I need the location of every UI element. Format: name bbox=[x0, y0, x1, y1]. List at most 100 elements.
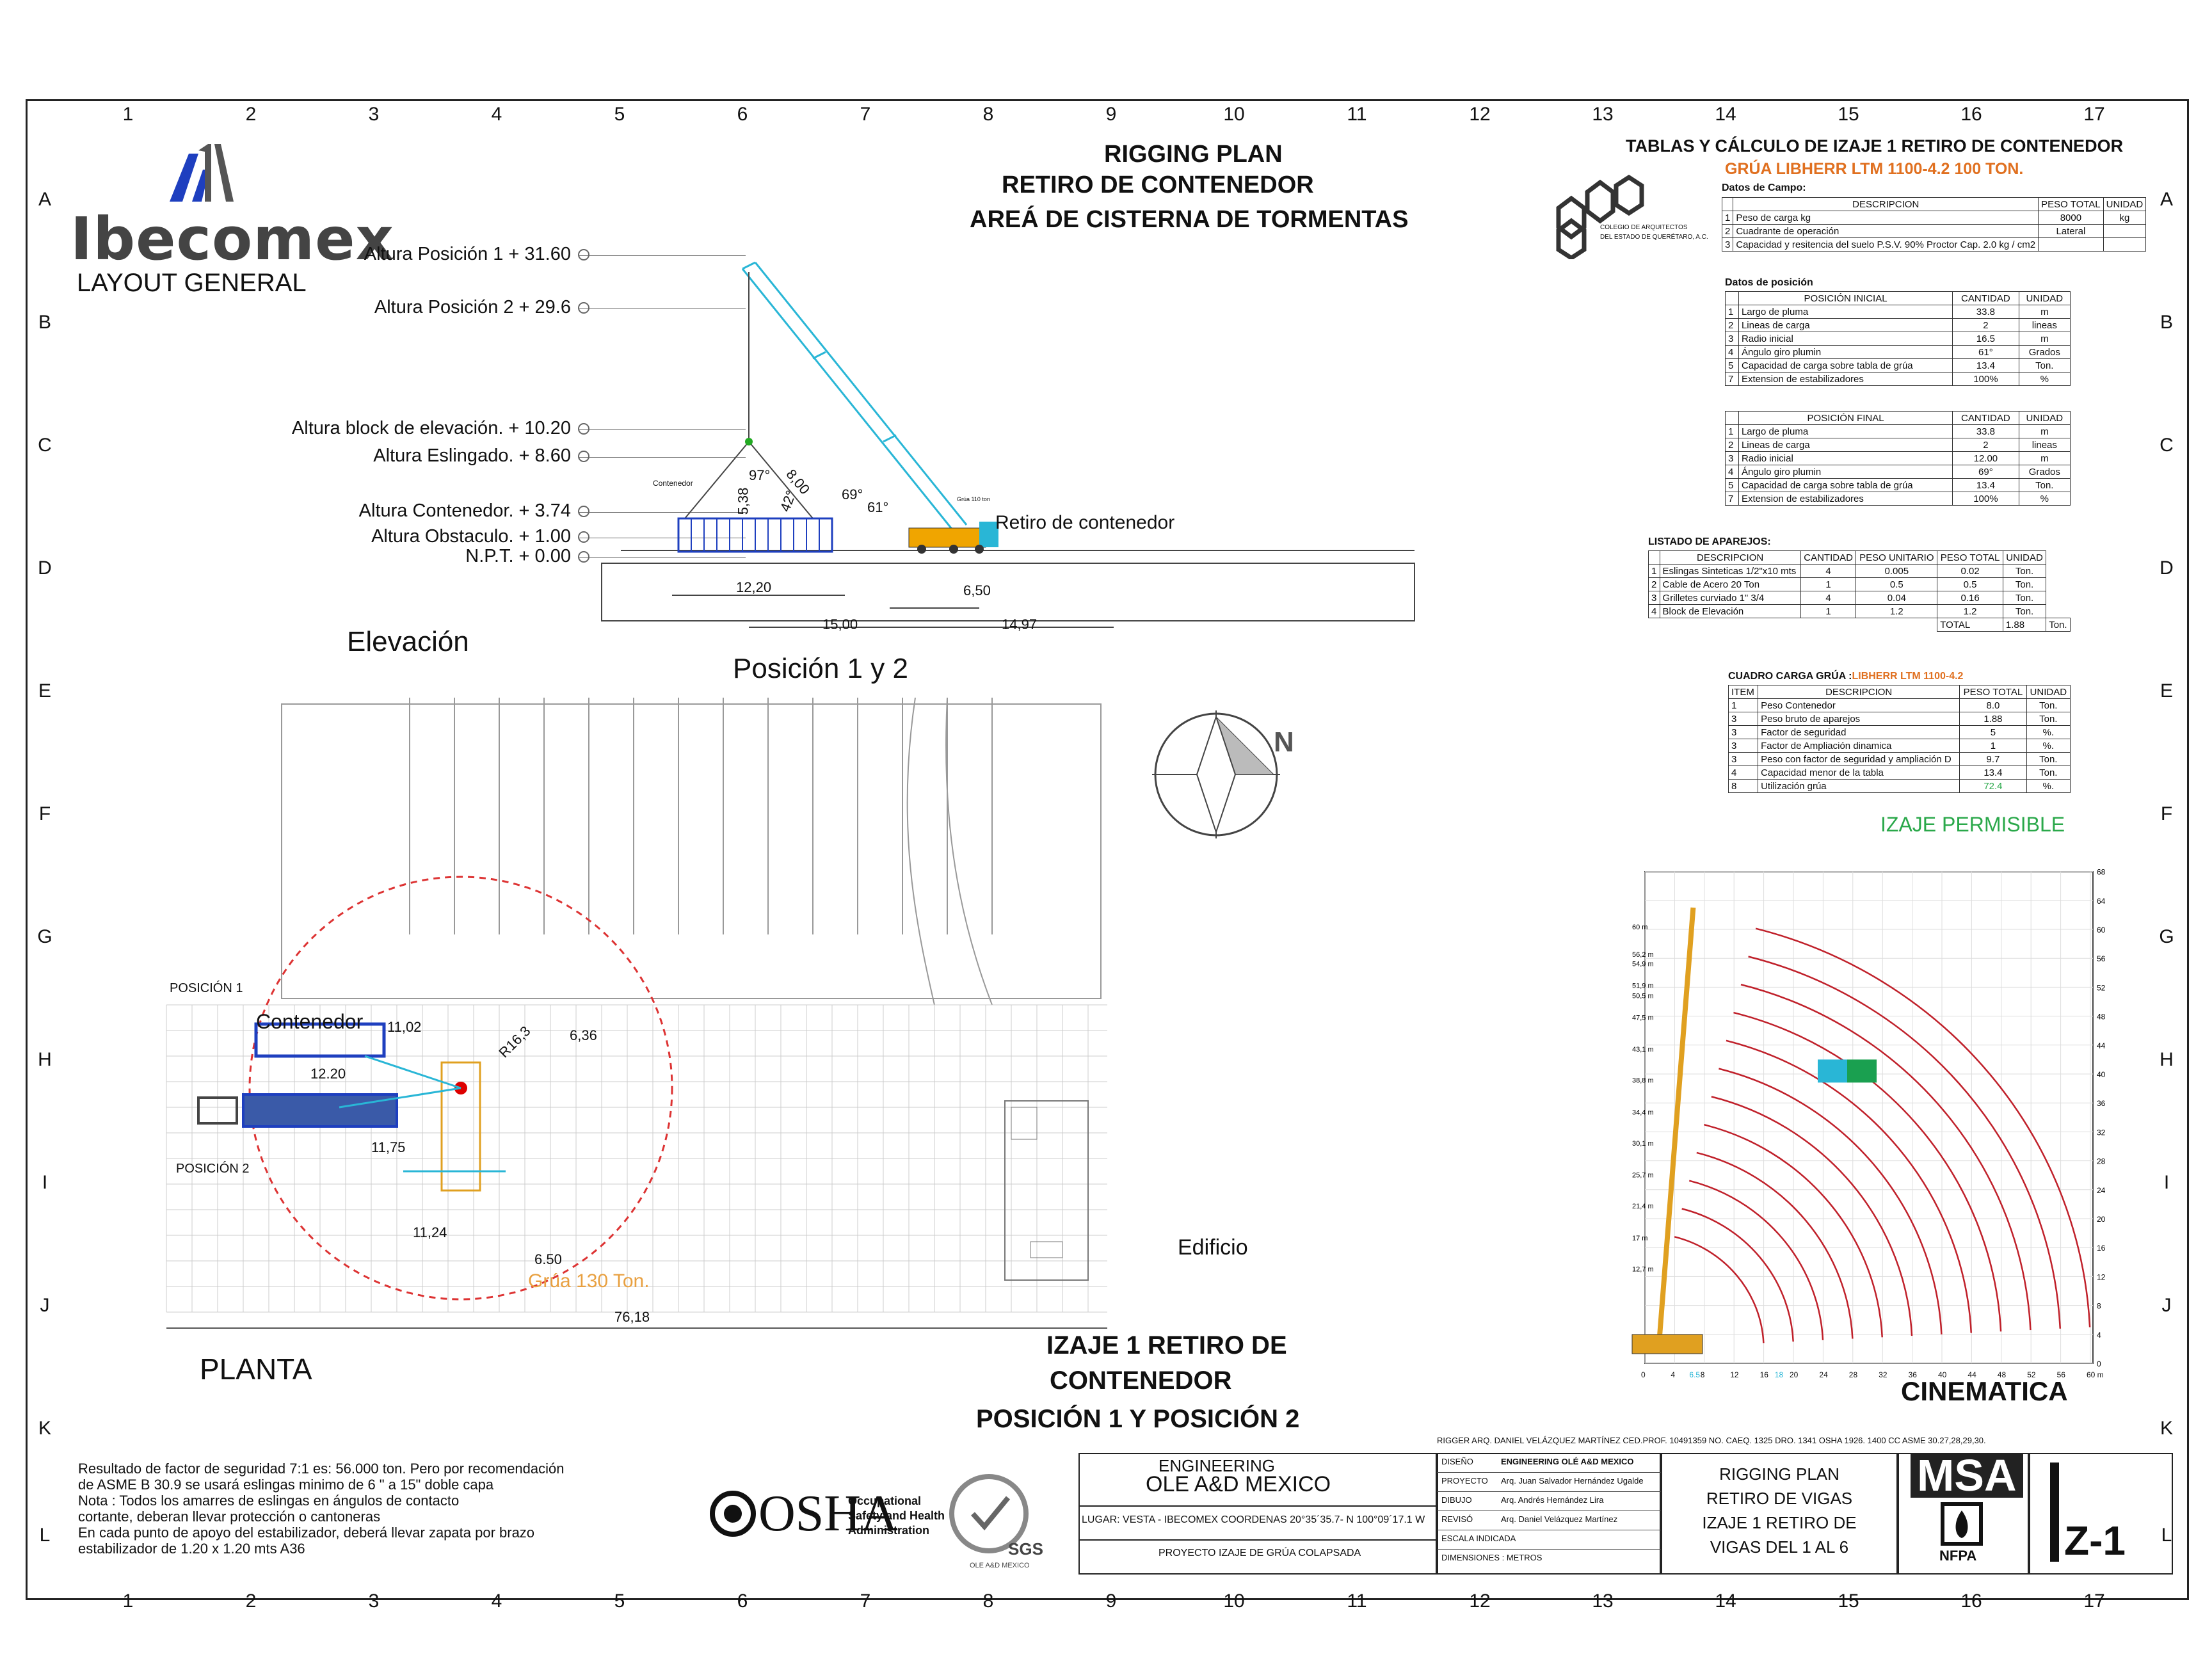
x-tick-label: 28 bbox=[1849, 1370, 1858, 1379]
table-cell: 3 bbox=[1727, 739, 1759, 753]
x-tick-label: 36 bbox=[1909, 1370, 1918, 1379]
grid-col-bottom: 7 bbox=[860, 1591, 871, 1612]
role-value: ENGINEERING OLÉ A&D MEXICO bbox=[1501, 1457, 1634, 1466]
table-cell: 3 bbox=[1725, 332, 1739, 346]
table-cell: 3 bbox=[1725, 451, 1739, 465]
height-marker-icon bbox=[578, 423, 589, 435]
table-cell: Capacidad menor de la tabla bbox=[1758, 765, 1960, 780]
table-cell: 2 bbox=[1648, 577, 1660, 591]
sheet-number-block bbox=[2029, 1453, 2173, 1575]
plan-dim: 6.50 bbox=[534, 1251, 562, 1267]
table-cell: 13.4 bbox=[1952, 478, 2019, 492]
y-tick-label: 4 bbox=[2097, 1331, 2101, 1340]
grid-row-right: H bbox=[2160, 1049, 2174, 1070]
note-line: estabilizador de 1.20 x 1.20 mts A36 bbox=[78, 1541, 305, 1557]
plan-container-label: Contenedor bbox=[256, 1010, 364, 1033]
x-tick-label: 16 bbox=[1760, 1370, 1769, 1379]
table-cell: Factor de Ampliación dinamica bbox=[1758, 739, 1960, 753]
boom-length-label: 38,8 m bbox=[1632, 1077, 1654, 1085]
sheet-title-line: VIGAS DEL 1 AL 6 bbox=[1710, 1537, 1849, 1557]
logo-text: Ibecomex bbox=[70, 205, 394, 273]
elevation-angle: 97° bbox=[749, 467, 771, 483]
table-cell: Cable de Acero 20 Ton bbox=[1659, 577, 1801, 591]
boom-length-label: 30,1 m bbox=[1632, 1140, 1654, 1148]
grid-row-right: J bbox=[2161, 1295, 2172, 1316]
boom-length-label: 50,5 m bbox=[1632, 992, 1654, 1000]
grid-row-left: C bbox=[38, 435, 52, 456]
table-cell bbox=[2103, 237, 2147, 252]
grid-row-left: F bbox=[38, 803, 51, 824]
load-curve bbox=[1755, 927, 2091, 1327]
grid-col-bottom: 3 bbox=[368, 1591, 380, 1612]
table-header-cell: POSICIÓN FINAL bbox=[1738, 411, 1953, 425]
elevation-dim: 12,20 bbox=[736, 579, 772, 595]
table-cell: Ton. bbox=[2026, 765, 2071, 780]
grid-row-left: L bbox=[39, 1525, 51, 1546]
grid-col-bottom: 10 bbox=[1223, 1591, 1245, 1612]
elevation-label: Elevación bbox=[347, 626, 469, 657]
sheet-title-block bbox=[1661, 1453, 1898, 1575]
load-curve bbox=[1681, 1208, 1794, 1342]
elev-crane-label: Grúa 110 ton bbox=[957, 496, 990, 502]
proyecto-line: PROYECTO IZAJE DE GRÚA COLAPSADA bbox=[1158, 1548, 1361, 1559]
izaje-title-3: POSICIÓN 1 Y POSICIÓN 2 bbox=[976, 1405, 1300, 1433]
load-zone-blue bbox=[1818, 1059, 1847, 1083]
y-tick-label: 16 bbox=[2097, 1244, 2106, 1253]
plan-dim: 11,24 bbox=[413, 1224, 447, 1240]
load-curve bbox=[1696, 1151, 1854, 1339]
x-tick-label: 4 bbox=[1671, 1370, 1675, 1379]
campo-heading: Datos de Campo: bbox=[1722, 182, 1806, 193]
table-cell: Cuadrante de operación bbox=[1733, 224, 2039, 238]
x-tick-label: 48 bbox=[1998, 1370, 2007, 1379]
y-tick-label: 56 bbox=[2097, 954, 2106, 963]
table-cell: Radio inicial bbox=[1738, 332, 1953, 346]
table-header-cell: CANTIDAD bbox=[1952, 291, 2019, 305]
table-cell: 72.4 bbox=[1959, 779, 2027, 793]
cinematica-label: CINEMATICA bbox=[1901, 1376, 2068, 1406]
grid-col-top: 17 bbox=[2083, 104, 2105, 125]
table-header-cell: PESO UNITARIO bbox=[1855, 550, 1938, 565]
role-label: REVISÓ bbox=[1441, 1514, 1473, 1524]
x-tick-label: 18 bbox=[1775, 1370, 1784, 1379]
table-cell: %. bbox=[2026, 725, 2071, 739]
y-tick-label: 12 bbox=[2097, 1272, 2106, 1281]
nfpa-label: NFPA bbox=[1939, 1548, 1977, 1564]
table-cell: 8 bbox=[1727, 779, 1759, 793]
sgs-sub: OLE A&D MEXICO bbox=[970, 1562, 1030, 1569]
role-divider bbox=[1437, 1549, 1661, 1550]
height-label: Altura Posición 1 + 31.60 bbox=[364, 244, 571, 264]
table-header-cell: POSICIÓN INICIAL bbox=[1738, 291, 1953, 305]
table-cell: 5 bbox=[1725, 358, 1739, 373]
x-tick-label: 52 bbox=[2027, 1370, 2036, 1379]
grid-row-right: I bbox=[2163, 1172, 2170, 1193]
table-cell: m bbox=[2018, 332, 2071, 346]
role-label: DISEÑO bbox=[1441, 1457, 1473, 1466]
role-divider bbox=[1437, 1472, 1661, 1473]
y-tick-label: 36 bbox=[2097, 1099, 2106, 1108]
y-tick-label: 44 bbox=[2097, 1041, 2106, 1050]
table-cell: 2 bbox=[1725, 438, 1739, 452]
grid-row-right: D bbox=[2160, 557, 2174, 579]
table-cell: 1 bbox=[1959, 739, 2027, 753]
sheet-number: Z-1 bbox=[2064, 1518, 2126, 1564]
table-cell: 1 bbox=[1721, 211, 1734, 225]
grid-row-left: G bbox=[37, 926, 52, 947]
table-cell: 2 bbox=[1952, 318, 2019, 332]
table-cell: Ton. bbox=[2026, 698, 2071, 712]
table-cell: Lineas de carga bbox=[1738, 318, 1953, 332]
elevation-dim: 5,38 bbox=[735, 487, 751, 515]
